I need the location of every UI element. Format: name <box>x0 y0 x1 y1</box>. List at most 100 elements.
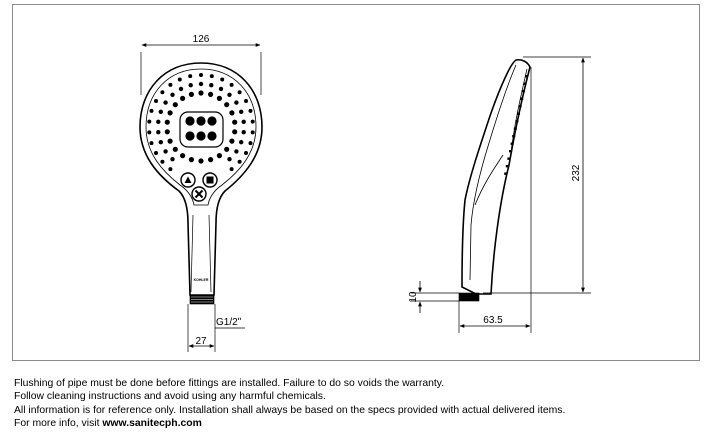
nozzle-dot <box>177 77 182 82</box>
nozzle-dot <box>180 153 186 159</box>
nozzle-dot <box>244 99 248 103</box>
width-dimension-label: 126 <box>193 34 210 45</box>
nozzle-dot <box>224 102 230 108</box>
nozzle-dot <box>229 167 234 172</box>
note-cleaning: Follow cleaning instructions and avoid u… <box>14 391 326 403</box>
side-nozzle-ticks <box>504 75 528 175</box>
technical-drawing: 126 KOHLER <box>139 34 591 352</box>
more-info-prefix: For more info, visit <box>14 417 103 429</box>
center-nozzle-panel <box>179 111 224 148</box>
spray-mode-button-left <box>180 172 196 188</box>
nozzle-dot <box>163 100 168 105</box>
side-nozzle-tick <box>520 97 524 100</box>
nozzle-dot <box>239 140 244 145</box>
nozzle-dot <box>234 100 239 105</box>
nozzle-dot <box>234 149 239 154</box>
nozzle-dot <box>188 91 194 97</box>
side-view: 232 10 63.5 <box>408 56 591 333</box>
nozzle-dot <box>156 130 161 135</box>
nozzle-dot <box>218 86 224 92</box>
nozzle-dot <box>232 119 238 125</box>
nozzle-dot <box>220 77 225 82</box>
nozzle-dot <box>198 90 204 96</box>
nozzle-dot <box>168 167 173 172</box>
nozzle-dot <box>167 110 173 116</box>
height-dimension-label: 232 <box>571 164 582 181</box>
nozzle-dot <box>209 74 214 79</box>
side-nozzle-tick <box>504 172 508 175</box>
nozzle-dot <box>198 158 204 164</box>
nozzle-dot <box>170 157 175 162</box>
nozzle-dot <box>168 82 173 87</box>
side-nozzle-tick <box>507 157 511 160</box>
side-nozzle-tick <box>517 112 520 115</box>
side-nozzle-tick <box>521 90 525 93</box>
nozzle-dot <box>216 153 222 159</box>
side-nozzle-tick <box>510 142 514 145</box>
nozzle-dot <box>167 138 173 144</box>
nozzle-dot <box>209 83 214 88</box>
nozzle-dot <box>147 130 152 135</box>
nozzle-dot <box>224 146 230 152</box>
nozzle-dot <box>172 146 178 152</box>
shower-side-outline <box>461 58 531 295</box>
spray-nozzle-dots <box>147 73 255 172</box>
thread-size-label: G1/2ʺ <box>216 317 242 328</box>
nozzle-dot <box>232 129 238 135</box>
technical-drawing-frame: 126 KOHLER <box>12 4 700 361</box>
side-nozzle-tick <box>525 75 528 78</box>
note-more-info: For more info, visit www.sanitecph.com <box>14 417 704 430</box>
nozzle-dot <box>149 141 154 146</box>
nozzle-dot <box>248 141 253 146</box>
nozzle-dot <box>237 159 242 164</box>
nozzle-dot <box>199 73 203 77</box>
nozzle-dot <box>198 81 204 87</box>
nozzle-dot <box>216 95 222 101</box>
nozzle-dot <box>241 130 246 135</box>
nozzle-dot <box>154 99 158 103</box>
nozzle-dot <box>250 130 255 135</box>
side-nozzle-tick <box>523 82 527 85</box>
shower-side-inner-line <box>469 64 517 281</box>
nozzle-dot <box>227 92 232 98</box>
nozzle-dot <box>170 92 175 98</box>
square-icon <box>206 176 214 184</box>
brand-mark: KOHLER <box>194 278 209 282</box>
nozzle-dot <box>154 151 158 155</box>
connector-dimension-label: 10 <box>408 291 419 303</box>
side-nozzle-tick <box>515 120 519 123</box>
nozzle-dot <box>208 91 214 97</box>
nozzle-dot <box>229 138 235 144</box>
cross-icon <box>194 189 204 199</box>
depth-dimension-label: 63.5 <box>483 315 503 326</box>
shower-head-inner-rim <box>145 68 257 206</box>
center-nozzles <box>185 116 217 141</box>
nozzle-dot <box>188 74 193 79</box>
nozzle-dot <box>158 109 163 115</box>
nozzle-dot <box>239 109 244 115</box>
side-nozzle-tick <box>513 127 517 130</box>
nozzle-dot <box>241 119 246 125</box>
side-nozzle-tick <box>518 105 522 108</box>
nozzle-dot <box>164 119 170 125</box>
spray-mode-button-bottom <box>191 186 207 202</box>
nozzle-dot <box>237 90 242 95</box>
note-flushing: Flushing of pipe must be done before fit… <box>14 378 445 389</box>
nozzle-dot <box>229 82 234 87</box>
nozzle-dot <box>160 90 165 95</box>
nozzle-dot <box>188 157 194 163</box>
website-link[interactable]: www.sanitecph.com <box>102 417 202 429</box>
side-nozzle-tick <box>509 150 512 153</box>
side-nozzle-tick <box>512 135 516 138</box>
nozzle-dot <box>158 140 163 145</box>
notes-block: Flushing of pipe must be done before fit… <box>14 377 704 430</box>
nozzle-dot <box>244 151 248 155</box>
connection-dimension-label: 27 <box>195 336 207 347</box>
nozzle-dot <box>229 110 235 116</box>
nozzle-dot <box>208 157 214 163</box>
nozzle-dot <box>227 157 232 162</box>
note-reference: All information is for reference only. I… <box>14 404 566 416</box>
nozzle-dot <box>248 108 253 113</box>
nozzle-dot <box>178 86 184 92</box>
nozzle-dot <box>149 108 154 113</box>
